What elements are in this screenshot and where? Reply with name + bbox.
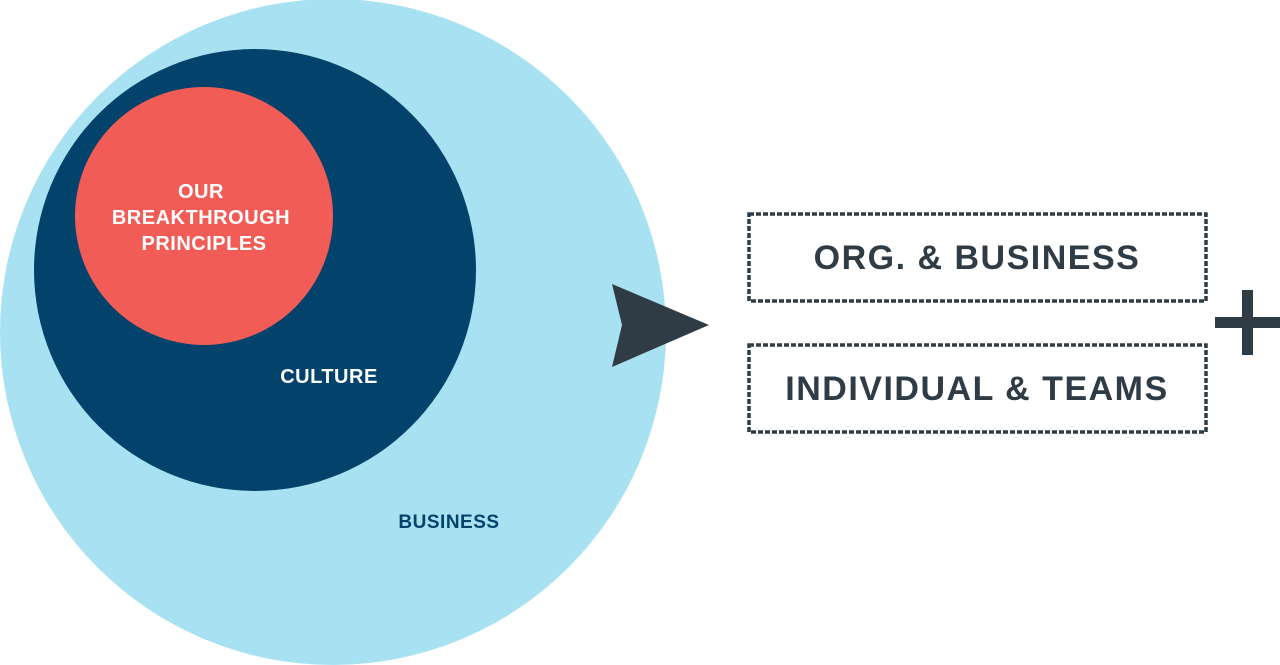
individual-teams-box: [747, 343, 1208, 434]
plus-icon: [1215, 290, 1280, 355]
individual-teams-label: INDIVIDUAL & TEAMS: [785, 370, 1168, 408]
culture-label: CULTURE: [280, 366, 378, 388]
business-label: BUSINESS: [398, 512, 499, 533]
principles-circle: [75, 87, 333, 345]
org-business-box: [747, 212, 1208, 303]
principles-label: OUR BREAKTHROUGH PRINCIPLES: [112, 181, 296, 255]
org-business-label: ORG. & BUSINESS: [814, 239, 1141, 277]
arrow-icon: [612, 284, 709, 367]
